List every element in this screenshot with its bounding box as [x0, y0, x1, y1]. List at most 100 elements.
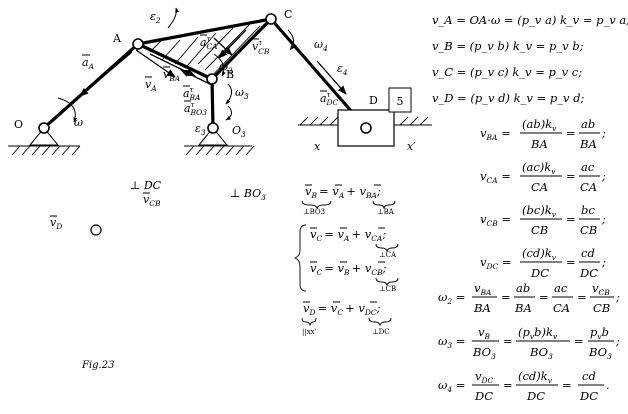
svg-text:;: ;	[601, 126, 606, 140]
svg-text:vCB: vCB	[592, 281, 610, 297]
label-O: O	[14, 118, 23, 131]
formulas: v_A = OA·ω = (p_v a) k_v = p_v a; v_B = …	[432, 13, 628, 403]
vector-eq-vB: vB= vA+ vBA; ⊥BO3 ⊥BA	[301, 184, 396, 216]
svg-text:;: ;	[615, 290, 620, 304]
joint-O	[38, 122, 50, 134]
svg-text:=: =	[503, 378, 513, 392]
label-omega3: ω3	[235, 86, 249, 101]
label-C: C	[284, 8, 292, 21]
joint-O3	[207, 122, 219, 134]
svg-text:CA: CA	[531, 180, 548, 194]
ground-O3	[184, 127, 255, 156]
svg-text:=: =	[562, 378, 572, 392]
svg-text:CB: CB	[580, 223, 597, 237]
formula-omega4: ω4 = vDC DC = (cd)kv DC = cd DC .	[438, 369, 610, 403]
label-eps4: ε4	[337, 62, 348, 77]
formula-vA: v_A = OA·ω = (p_v a) k_v = p_v a;	[432, 13, 628, 27]
svg-text:pvb: pvb	[590, 325, 609, 341]
svg-text:vCB =: vCB =	[480, 212, 511, 228]
formula-vB: v_B = (p_v b) k_v = p_v b;	[432, 39, 584, 53]
svg-text:=: =	[501, 290, 511, 304]
arc-eps2	[167, 7, 180, 29]
svg-text:BO3: BO3	[472, 345, 496, 361]
svg-text:=: =	[577, 290, 587, 304]
label-perp-DC: ⊥ DC	[130, 179, 162, 192]
label-omega2: ω2	[219, 60, 233, 75]
label-B: B	[226, 68, 234, 81]
formula-vBA: vBA = (ab)kv BA = ab BA ;	[480, 117, 606, 151]
svg-text:vC= vA+ vCA;: vC= vA+ vCA;	[310, 227, 386, 243]
figure-caption: Fig.23	[81, 360, 114, 371]
svg-text:BA: BA	[473, 301, 491, 315]
svg-text:vC= vB+ vCB;: vC= vB+ vCB;	[310, 261, 387, 277]
label-eps3: ε3	[195, 122, 206, 137]
formula-omega3: ω3 = vB BO3 = (pvb)kv BO3 = pvb BO3 ;	[438, 325, 620, 361]
svg-text:=: =	[566, 212, 576, 226]
formula-vD: v_D = (p_v d) k_v = p_v d;	[432, 91, 584, 105]
label-x-left: x	[314, 140, 321, 153]
svg-text:BO3: BO3	[529, 345, 553, 361]
svg-text:.: .	[606, 378, 610, 392]
svg-text:BO3: BO3	[588, 345, 612, 361]
label-A: A	[112, 32, 122, 45]
joint-B	[206, 73, 218, 85]
svg-text:DC: DC	[474, 389, 493, 403]
svg-text:vBA: vBA	[474, 281, 492, 297]
perp-labels: ⊥ DC vCB ⊥ BO3 vD Fig.23	[50, 179, 266, 371]
svg-text:DC: DC	[526, 389, 545, 403]
vector-aA	[79, 51, 133, 97]
svg-text:ω4 =: ω4 =	[438, 378, 465, 394]
svg-text:=: =	[574, 334, 584, 348]
svg-text:ω2 =: ω2 =	[438, 290, 465, 306]
arc-eps3	[225, 105, 232, 121]
svg-text:;: ;	[601, 255, 606, 269]
svg-text:=: =	[566, 126, 576, 140]
svg-text:CA: CA	[580, 180, 597, 194]
svg-text:ω3 =: ω3 =	[438, 334, 465, 350]
svg-text:(bc)kv: (bc)kv	[522, 203, 557, 219]
svg-text:⊥BO3: ⊥BO3	[303, 208, 325, 216]
vector-equations: vB= vA+ vBA; ⊥BO3 ⊥BA vC= vA+ vCA; ⊥CA v…	[293, 184, 399, 336]
arc-omega2	[213, 53, 226, 77]
svg-text:ab: ab	[581, 117, 595, 131]
slider-label-box	[388, 87, 412, 113]
label-O3: O3	[232, 124, 246, 139]
link-BO3	[210, 77, 215, 130]
label-D: D	[369, 94, 378, 107]
svg-text:=: =	[566, 169, 576, 183]
vector-eq-vC-B: vC= vB+ vCB; ⊥CB	[310, 261, 399, 293]
svg-text:;: ;	[601, 169, 606, 183]
vector-vA	[135, 49, 176, 78]
label-aA: aA	[82, 56, 95, 71]
svg-text:vDC: vDC	[475, 369, 494, 385]
svg-text:vBA =: vBA =	[480, 126, 511, 142]
label-perp-BO3: ⊥ BO3	[230, 187, 266, 202]
svg-text:;: ;	[615, 334, 620, 348]
svg-text:CA: CA	[553, 301, 570, 315]
vector-vBA	[180, 69, 215, 87]
label-x-right: x′	[407, 140, 416, 153]
svg-text:=: =	[566, 255, 576, 269]
formula-vCA: vCA = (ac)kv CA = ac CA ;	[480, 160, 606, 194]
svg-text:;: ;	[601, 212, 606, 226]
arc-omega	[57, 97, 78, 123]
svg-text:vD= vC+ vDC;: vD= vC+ vDC;	[303, 301, 381, 317]
svg-text:⊥BA: ⊥BA	[377, 208, 395, 216]
svg-text:CB: CB	[531, 223, 548, 237]
svg-text:CB: CB	[593, 301, 610, 315]
formula-vDC: vDC = (cd)kv DC = cd DC ;	[480, 246, 606, 280]
vector-aDC	[316, 60, 347, 95]
svg-text:(cd)kv: (cd)kv	[518, 369, 553, 385]
svg-text:(ac)kv: (ac)kv	[522, 160, 556, 176]
svg-text:(ab)kv: (ab)kv	[522, 117, 557, 133]
joint-C	[265, 13, 277, 25]
svg-text:vCA =: vCA =	[480, 169, 511, 185]
svg-text:=: =	[539, 290, 549, 304]
mechanism: 5 A B C D O O3 x x′ aA vA	[8, 7, 432, 236]
svg-text:DC: DC	[579, 266, 598, 280]
